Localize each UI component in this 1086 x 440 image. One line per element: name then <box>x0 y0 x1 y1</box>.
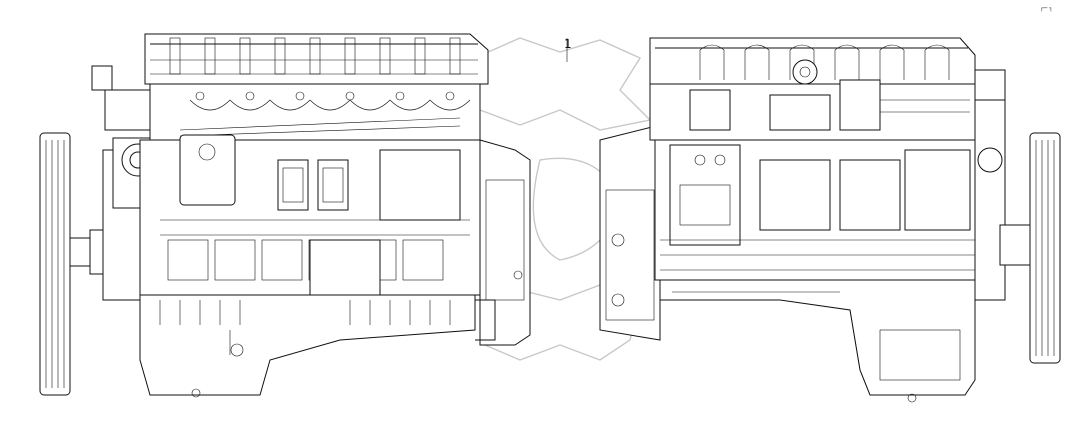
right-valve-cover-loops <box>699 44 950 80</box>
left-fan-disc <box>39 132 111 396</box>
right-engine-view <box>599 37 1061 403</box>
left-engine-view <box>39 33 531 398</box>
turbo-housing <box>792 59 818 85</box>
left-oil-pan <box>139 294 476 398</box>
corner-mark: ┌─ ┐ <box>1040 5 1053 12</box>
callout-1: 1 <box>564 37 572 62</box>
right-valve-cover <box>649 37 976 85</box>
left-cylinder-head <box>149 83 481 141</box>
callout-label: 1 <box>564 37 572 51</box>
left-flywheel-housing <box>475 139 531 346</box>
right-fan-disc <box>1029 132 1061 364</box>
left-front-cover <box>91 65 166 301</box>
right-bell-housing <box>599 124 661 341</box>
left-valve-cover <box>144 33 489 85</box>
valve-cover-bolts <box>169 37 461 75</box>
right-engine-block <box>654 139 981 281</box>
left-pan-ribs <box>159 300 451 325</box>
right-oil-pan <box>659 279 976 403</box>
right-cylinder-head <box>649 59 1006 141</box>
right-front-cover <box>974 99 1031 301</box>
